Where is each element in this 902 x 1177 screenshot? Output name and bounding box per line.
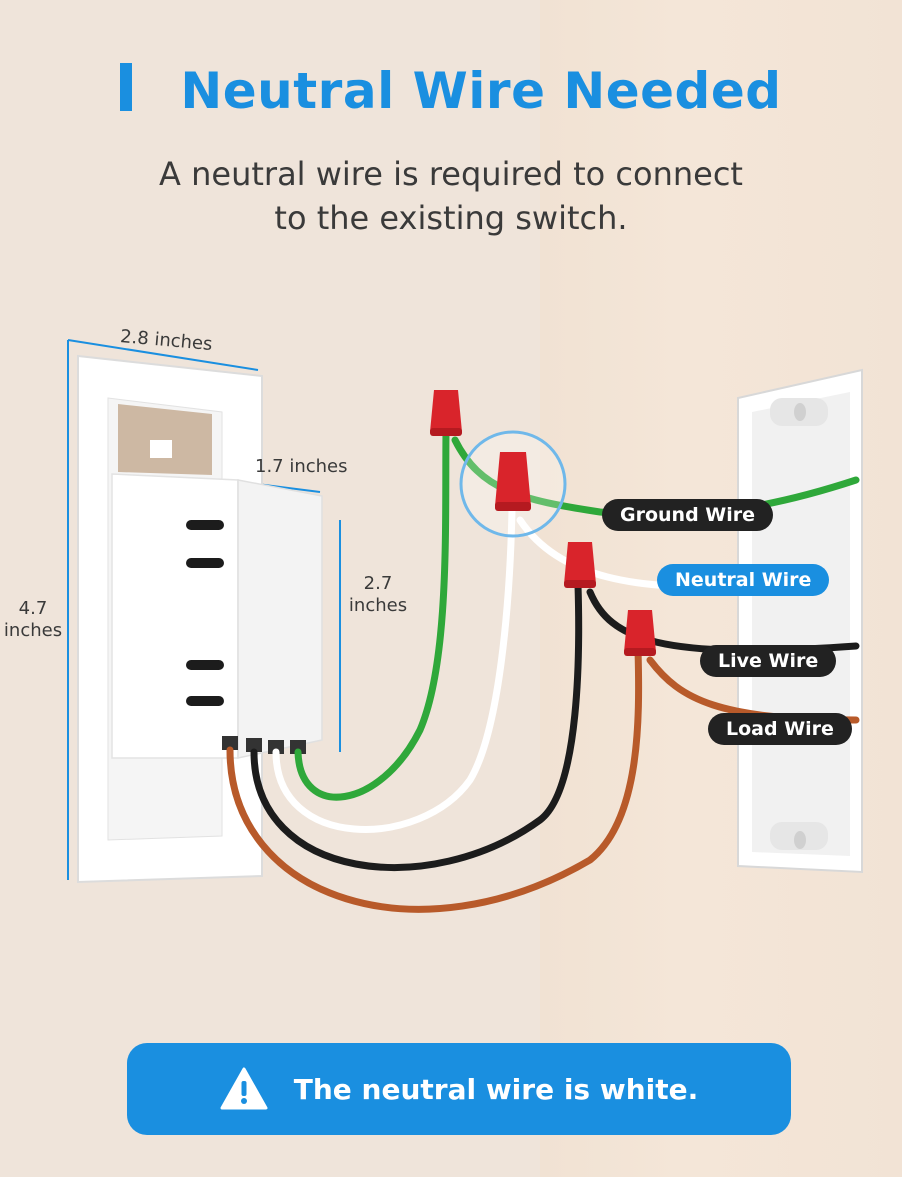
page-title: Neutral Wire Needed <box>180 62 782 120</box>
dim-body-depth-value: 2.7 <box>363 573 393 594</box>
wire-nut-live <box>564 542 596 588</box>
dim-body-width: 1.7 inches <box>255 456 348 477</box>
info-banner: The neutral wire is white. <box>127 1043 791 1135</box>
ground-wire <box>294 428 450 801</box>
dim-plate-height: 4.7 inches <box>0 598 66 642</box>
load-wire <box>226 646 643 913</box>
dim-body-depth: 2.7 inches <box>340 573 416 617</box>
dim-plate-height-value: 4.7 <box>18 598 48 619</box>
neutral-wire <box>272 506 516 833</box>
wire-nut-load <box>624 610 656 656</box>
subtitle-line-1: A neutral wire is required to connect <box>159 155 743 193</box>
label-live-wire: Live Wire <box>700 645 837 677</box>
wire-nut-neutral <box>495 452 531 511</box>
page-subtitle: A neutral wire is required to connect to… <box>0 152 902 240</box>
banner-text: The neutral wire is white. <box>293 1072 699 1106</box>
warning-icon <box>220 1067 268 1110</box>
label-ground-wire: Ground Wire <box>602 499 774 531</box>
subtitle-line-2: to the existing switch. <box>274 199 628 237</box>
title-accent-bar <box>120 63 133 111</box>
wire-nuts <box>430 390 656 656</box>
wall-junction-box <box>737 368 863 874</box>
wire-nut-ground <box>430 390 462 436</box>
smart-switch-module <box>111 473 323 759</box>
title-row: Neutral Wire Needed <box>0 62 902 120</box>
label-neutral-wire: Neutral Wire <box>657 564 830 596</box>
live-wire <box>250 581 583 871</box>
label-load-wire: Load Wire <box>708 713 852 745</box>
dim-plate-height-unit: inches <box>3 620 63 641</box>
dim-body-depth-unit: inches <box>348 595 408 616</box>
